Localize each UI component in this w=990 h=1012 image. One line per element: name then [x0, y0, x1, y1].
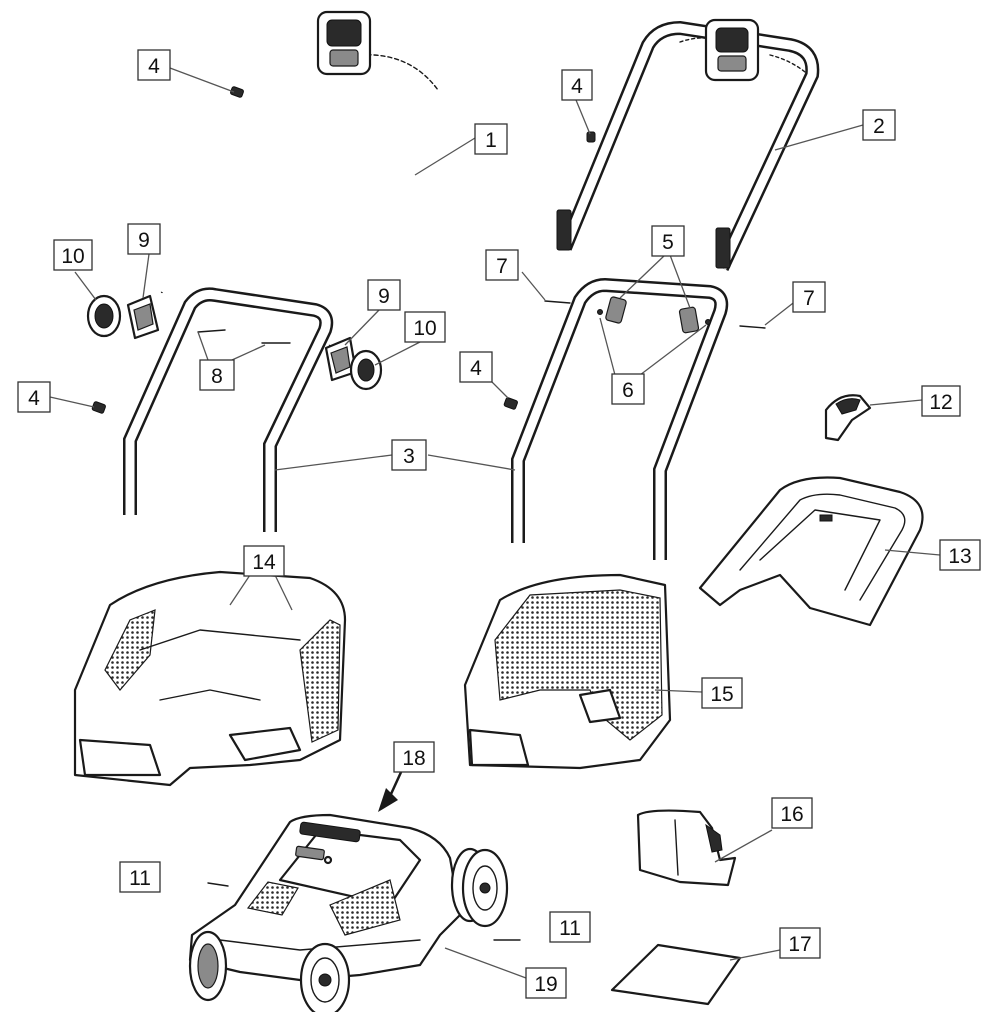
svg-text:1: 1 [485, 129, 497, 152]
svg-text:9: 9 [138, 229, 150, 252]
svg-text:19: 19 [534, 973, 557, 996]
svg-text:7: 7 [496, 255, 508, 278]
label-13: 13 [939, 539, 981, 571]
label-17: 17 [779, 927, 821, 959]
label-4-midright: 4 [459, 351, 493, 383]
mulch-plug [636, 809, 737, 887]
svg-text:4: 4 [571, 75, 583, 98]
label-2: 2 [862, 109, 896, 141]
label-4-midleft: 4 [17, 381, 51, 413]
label-5: 5 [651, 225, 685, 257]
labels: 4 1 4 2 10 9 7 5 [17, 49, 981, 999]
mower-wheels [188, 847, 509, 1012]
label-19: 19 [525, 967, 567, 999]
label-12: 12 [921, 385, 961, 417]
mower-deck [188, 813, 462, 982]
grass-box-right [463, 573, 672, 770]
label-1: 1 [474, 123, 508, 155]
label-6: 6 [611, 373, 645, 405]
svg-text:18: 18 [402, 747, 425, 770]
svg-text:14: 14 [252, 551, 276, 574]
label-14: 14 [243, 545, 285, 577]
svg-text:17: 17 [788, 933, 811, 956]
screw-parts [91, 86, 766, 414]
label-11-right: 11 [549, 911, 591, 943]
label-18: 18 [393, 741, 435, 773]
svg-text:4: 4 [148, 55, 160, 78]
svg-text:3: 3 [403, 445, 415, 468]
label-4-topright: 4 [561, 69, 593, 101]
svg-text:16: 16 [780, 803, 803, 826]
svg-text:11: 11 [129, 867, 151, 890]
mower-screws [207, 882, 521, 941]
instruction-manual [610, 943, 742, 1006]
svg-text:12: 12 [929, 391, 952, 414]
label-7-left: 7 [485, 249, 519, 281]
svg-text:4: 4 [28, 387, 40, 410]
label-10-left: 10 [53, 239, 93, 271]
svg-text:6: 6 [622, 379, 634, 402]
label-8: 8 [199, 359, 235, 391]
svg-text:2: 2 [873, 115, 885, 138]
grass-box-lid [698, 476, 924, 627]
label-11-left: 11 [119, 861, 161, 893]
lower-handle-right [511, 277, 729, 560]
handle-knobs [86, 294, 383, 391]
label-16: 16 [771, 797, 813, 829]
svg-text:13: 13 [948, 545, 971, 568]
svg-text:4: 4 [470, 357, 482, 380]
label-9-left: 9 [127, 223, 161, 255]
label-4-topleft: 4 [137, 49, 171, 81]
upper-handle-left [157, 10, 457, 347]
lower-handle-left [123, 287, 334, 532]
svg-text:15: 15 [710, 683, 733, 706]
svg-text:8: 8 [211, 365, 223, 388]
grass-box-handle [824, 394, 872, 442]
label-9-right: 9 [367, 279, 401, 311]
label-7-right: 7 [792, 281, 826, 313]
arrow-18 [378, 769, 404, 812]
upper-handle-right [556, 18, 820, 271]
svg-text:7: 7 [803, 287, 815, 310]
grass-box-left [73, 570, 347, 787]
svg-text:10: 10 [61, 245, 84, 268]
svg-text:5: 5 [662, 231, 674, 254]
label-15: 15 [701, 677, 743, 709]
svg-text:10: 10 [413, 317, 436, 340]
label-10-right: 10 [404, 311, 446, 343]
svg-text:9: 9 [378, 285, 390, 308]
leader-lines [49, 67, 941, 979]
label-3: 3 [391, 439, 427, 471]
svg-text:11: 11 [559, 917, 581, 940]
